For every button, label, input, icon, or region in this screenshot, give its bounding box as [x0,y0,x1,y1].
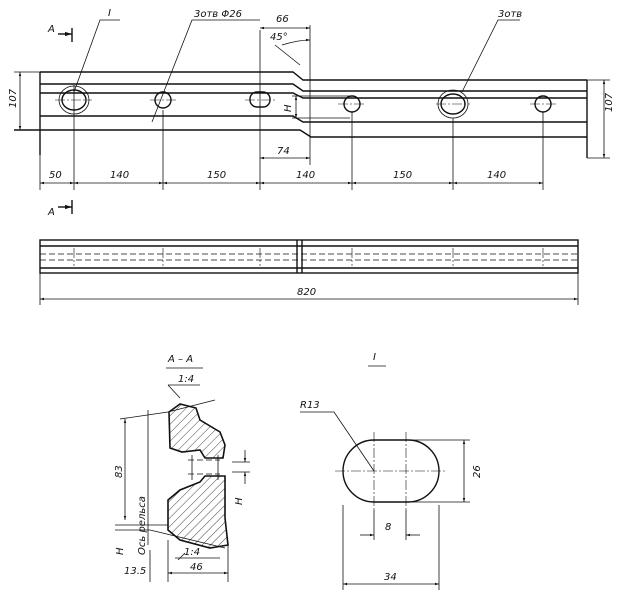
dim-74: 74 [277,146,290,157]
section-marker-label: A [47,207,55,218]
height-left: 107 [8,88,19,108]
detail-height: 26 [472,465,483,478]
section-height: 83 [114,465,125,478]
detail-width: 34 [384,572,397,583]
holes-label-left: 3отв Φ26 [194,9,242,20]
plate-top-edge [40,71,587,81]
dim-66: 66 [276,14,289,25]
dim-spacing: 140 [296,170,315,181]
section-marker-top [58,28,73,214]
height-right: 107 [604,92,615,112]
flat-length: 8 [385,522,391,533]
offset-h-left: H [115,547,126,555]
plan-view: I 3отв Φ26 3отв 66 45° 107 107 H 74 50 1… [8,8,615,218]
total-length: 820 [297,287,316,298]
detail-marker-label: I [108,8,111,19]
dim-spacing: 150 [393,170,412,181]
dim-13-5: 13.5 [124,566,146,577]
detail-i: I R13 26 8 34 [300,352,483,590]
dim-spacing: 150 [207,170,226,181]
offset-h-right: H [234,497,245,505]
slope-top: 1:4 [178,374,194,385]
radius-label: R13 [300,400,320,411]
angle-45: 45° [270,32,288,43]
rail-axis-label: Ось рельса [137,496,148,555]
side-view: 820 [39,239,579,305]
slope-bottom: 1:4 [184,547,200,558]
section-aa: A – A 1:4 83 H H Ось рельса 1:4 13.5 46 [114,354,250,582]
detail-title: I [373,352,376,363]
dim-spacing: 50 [49,170,62,181]
section-marker-label: A [47,24,55,35]
holes-label-right: 3отв [498,9,522,20]
dim-spacing: 140 [487,170,506,181]
section-title: A – A [167,354,193,365]
section-width: 46 [190,562,203,573]
offset-h: H [283,104,294,112]
dim-spacing: 140 [110,170,129,181]
